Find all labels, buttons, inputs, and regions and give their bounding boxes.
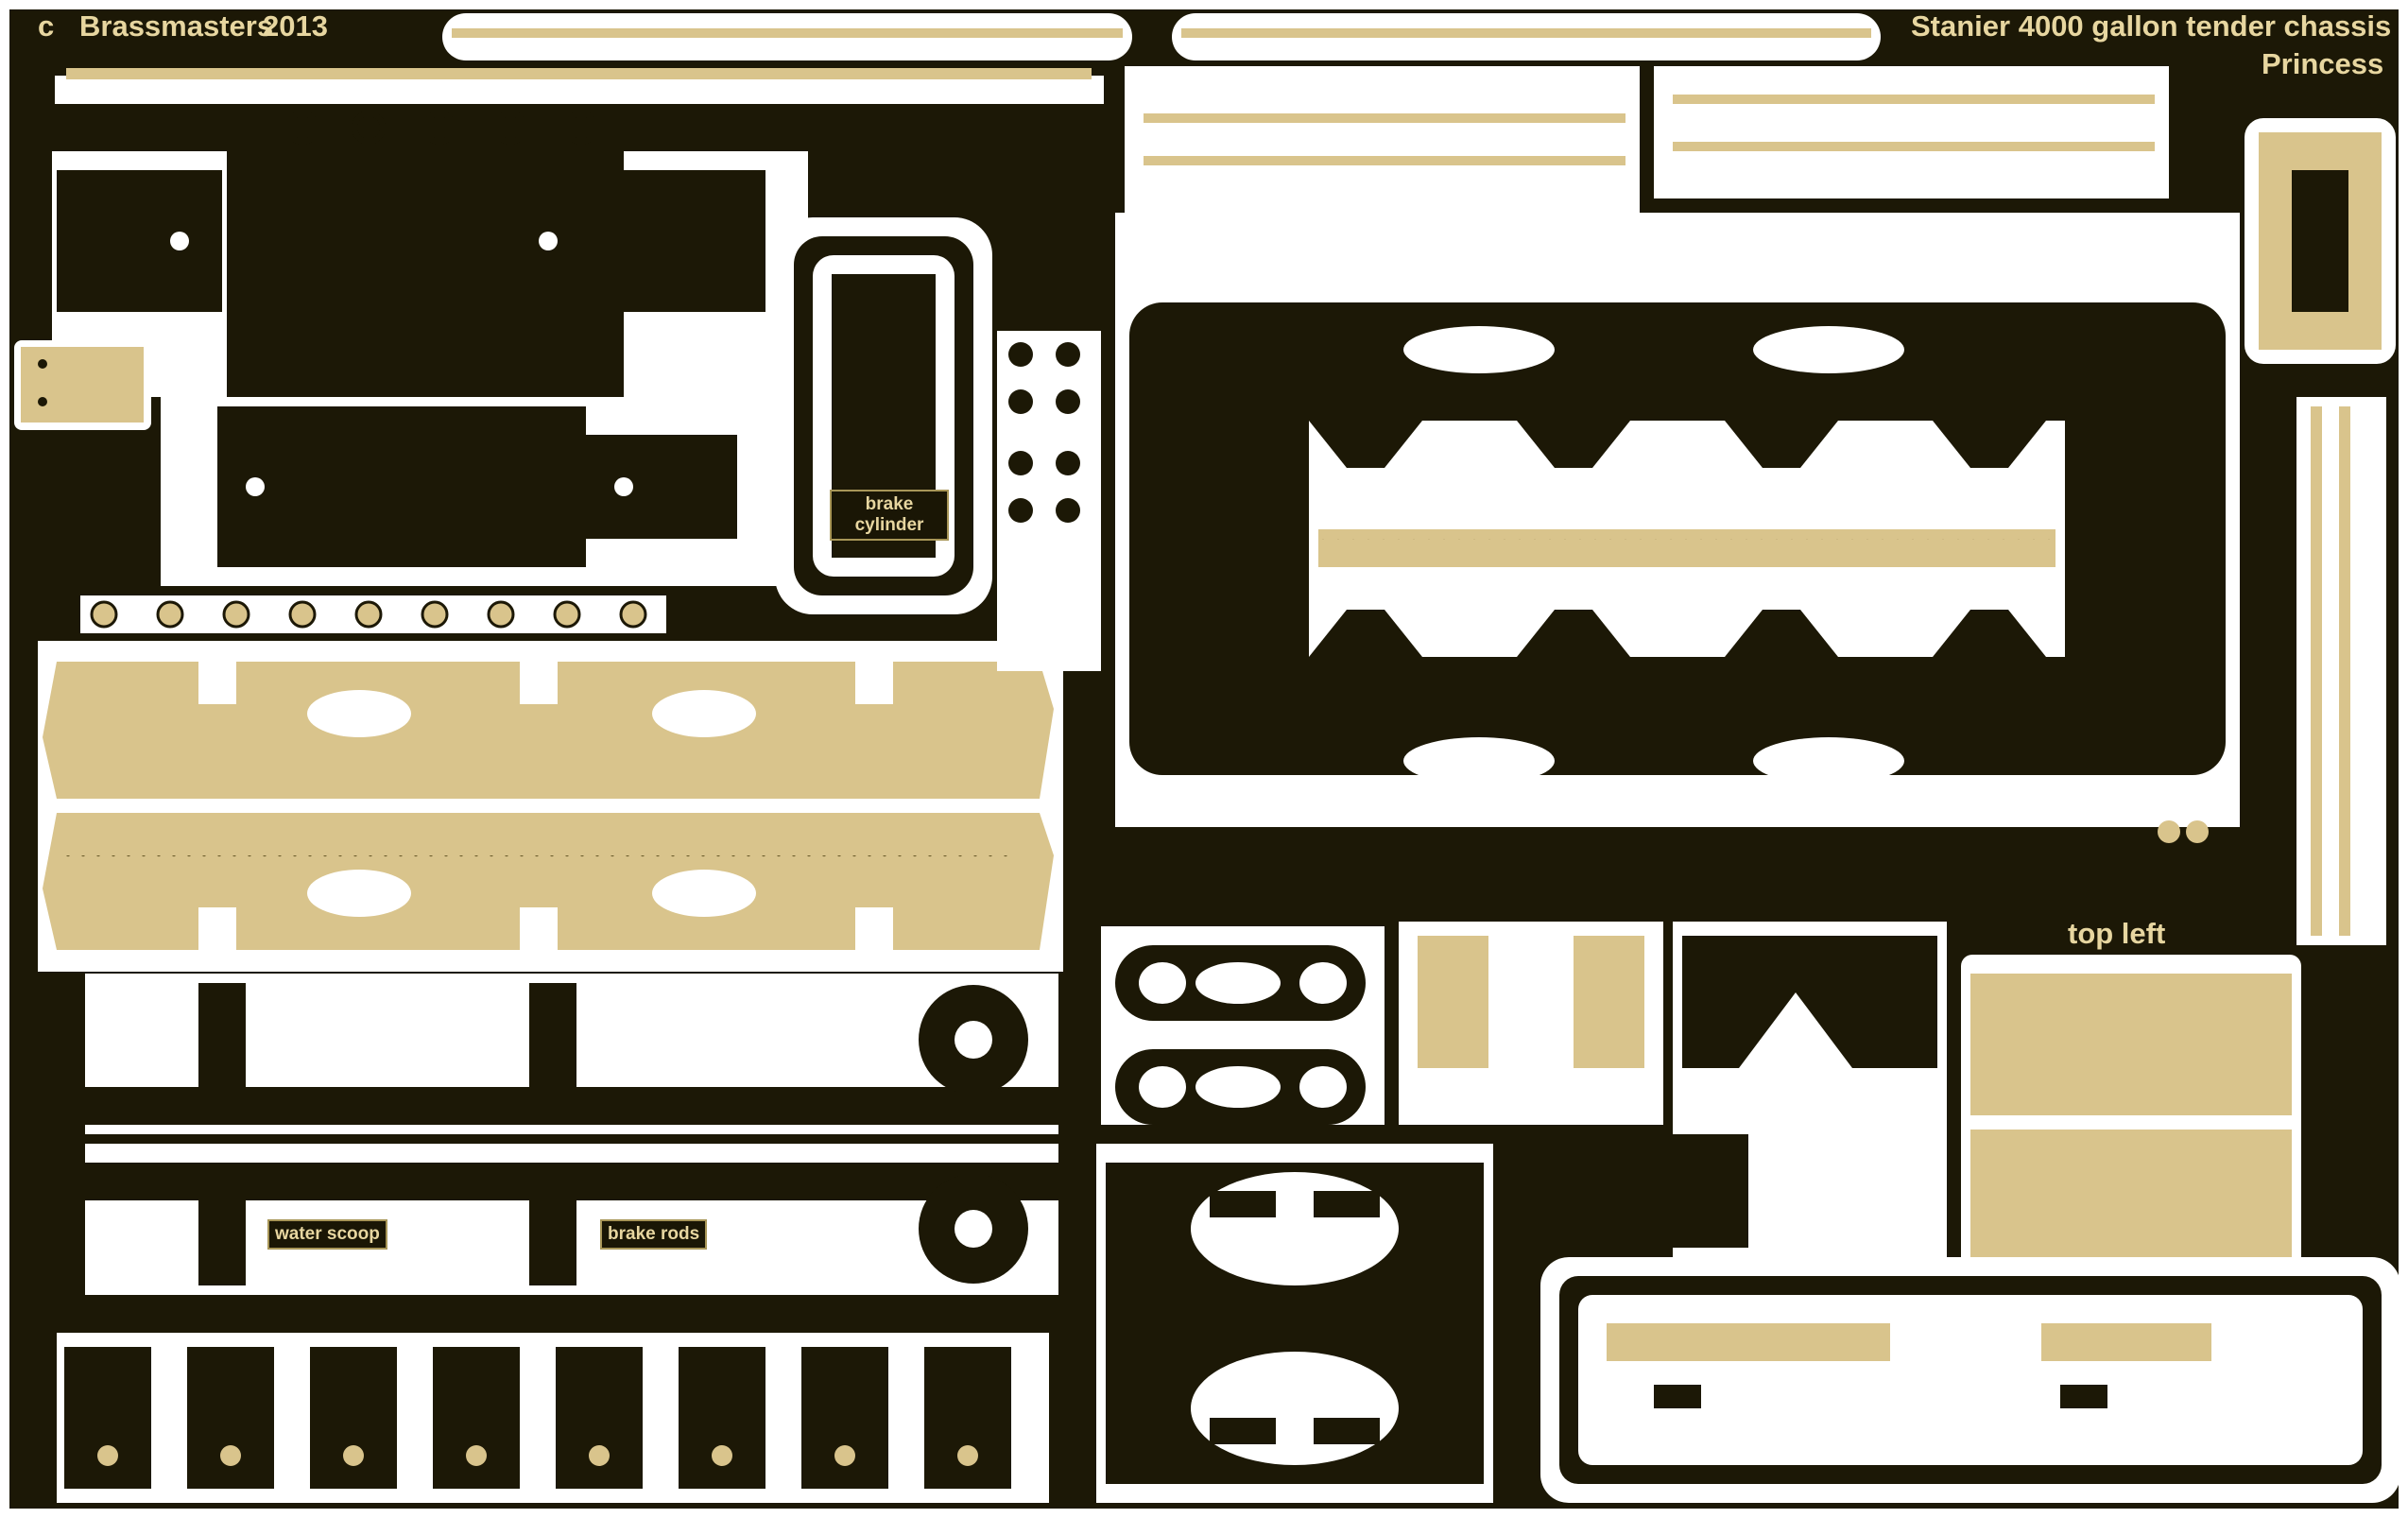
main-chassis [1115,213,2240,827]
brake-cylinder-label: brake cylinder [830,490,949,541]
brass-frame-plates [38,641,1063,972]
top-rods [442,13,1881,60]
bottom-hornguides [57,1333,1049,1503]
center-right-block [1512,922,1947,1281]
brass-brackets-center [1399,922,1663,1125]
brake-cylinder-label-line2: cylinder [854,515,924,535]
top-left-strip [55,68,1104,104]
maker-mark: c [38,9,55,43]
brake-cylinder-label-line1: brake [865,494,914,514]
upper-rod-frames [1125,66,2169,217]
mid-washer-column [997,331,1101,671]
spring-hangers [1961,955,2301,1314]
second-stretcher [161,397,803,586]
small-round-parts [2158,820,2209,843]
small-square-parts [14,340,151,430]
maker-year: 2013 [263,9,328,43]
upper-left-parts [52,111,808,397]
washer-row [80,595,666,633]
lower-left-brackets [57,974,1068,1295]
brake-rods-label: brake rods [600,1219,708,1250]
right-vertical-rods [2296,397,2386,945]
brake-cylinder-frame [775,217,992,614]
lower-center-parts [1101,926,1385,1125]
lower-center-frames [1096,1144,1493,1503]
bottom-right-frame [1540,1257,2400,1503]
maker-name: Brassmasters [79,9,274,43]
sheet-subtitle: Princess [2262,47,2384,80]
sheet-title: Stanier 4000 gallon tender chassis [1911,9,2392,43]
right-upper-hanger [2245,118,2396,364]
top-left-label: top left [2068,917,2166,950]
water-scoop-label: water scoop [267,1219,387,1250]
